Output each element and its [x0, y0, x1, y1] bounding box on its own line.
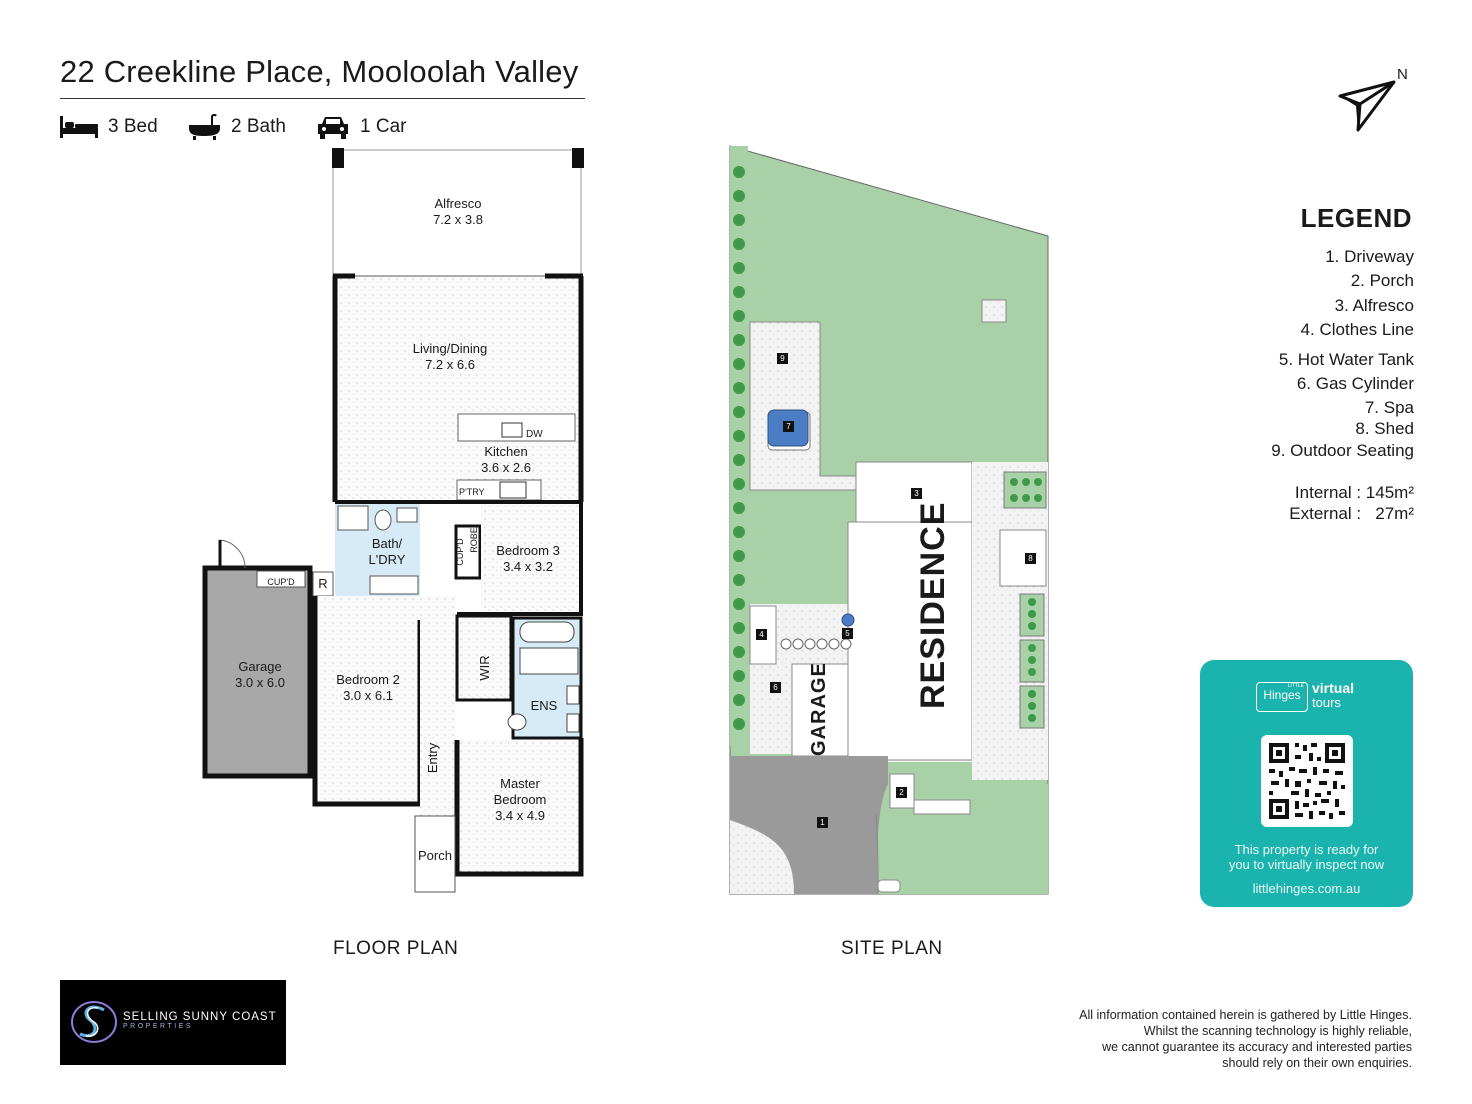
- bath-laundry-label: Bath/ L'DRY: [368, 536, 406, 567]
- vt-line-2: you to virtually inspect now: [1228, 857, 1385, 872]
- cooktop-icon: [499, 481, 527, 499]
- car-icon: [318, 117, 348, 139]
- dw-label: DW: [526, 429, 543, 440]
- bed-count: 3 Bed: [108, 116, 158, 137]
- porch-label: Porch: [418, 848, 452, 863]
- legend-item-3: 3. Alfresco: [1334, 296, 1414, 315]
- marker-6: 6: [770, 682, 781, 693]
- disclaimer: All information contained herein is gath…: [1079, 1008, 1412, 1070]
- legend-item-8: 8. Shed: [1355, 419, 1414, 438]
- living-dining-area: [335, 276, 581, 502]
- legend-item-2: 2. Porch: [1350, 271, 1414, 290]
- garage-label: Garage 3.0 x 6.0: [235, 659, 285, 690]
- bed-icon: [60, 116, 98, 138]
- site-garage-label: GARAGE: [808, 662, 830, 756]
- title-divider: [60, 98, 585, 99]
- virtual-tour-card[interactable]: LITTLE Hinges virtual tours This propert…: [1200, 660, 1413, 907]
- site-garage: [791, 663, 849, 757]
- marker-3: 3: [911, 488, 922, 499]
- vt-url-link[interactable]: littlehinges.com.au: [1252, 881, 1361, 896]
- bathtub-icon: [189, 114, 220, 140]
- agency-swirl-icon: [71, 1001, 117, 1043]
- marker-1: 1: [817, 817, 828, 828]
- little-hinges-logo: LITTLE Hinges: [1256, 682, 1308, 712]
- legend-item-7: 7. Spa: [1364, 398, 1414, 417]
- agency-name: SELLING SUNNY COAST: [123, 1011, 277, 1023]
- entry-label: Entry: [425, 742, 440, 774]
- residence-label: RESIDENCE: [914, 501, 952, 709]
- residence-footprint: [847, 521, 973, 761]
- qr-code-icon[interactable]: [1261, 735, 1353, 827]
- floor-plan: [202, 148, 584, 893]
- wir-area: [455, 614, 513, 702]
- tours-word: tours: [1312, 695, 1341, 710]
- bedroom-3-label: Bedroom 3 3.4 x 3.2: [496, 543, 560, 574]
- garage-cupd-label: CUP'D: [267, 577, 295, 587]
- master-bedroom-area: [457, 740, 581, 874]
- bath-stat: 2 Bath: [188, 114, 286, 140]
- north-label: N: [1397, 66, 1408, 83]
- property-address: 22 Creekline Place, Mooloolah Valley: [60, 54, 579, 89]
- external-area: External : 27m²: [1289, 504, 1414, 523]
- ensuite-label: ENS: [530, 698, 558, 713]
- north-arrow-icon: [1338, 80, 1396, 132]
- agency-sub: PROPERTIES: [123, 1023, 193, 1030]
- legend-item-6: 6. Gas Cylinder: [1296, 374, 1414, 393]
- bath-count: 2 Bath: [231, 116, 286, 137]
- marker-2: 2: [896, 787, 907, 798]
- garage-area: [202, 565, 313, 779]
- marker-8: 8: [1025, 553, 1036, 564]
- floor-plan-caption: FLOOR PLAN: [333, 938, 459, 959]
- internal-area: Internal : 145m²: [1294, 483, 1414, 502]
- marker-9: 9: [777, 353, 788, 364]
- legend-title: LEGEND: [1300, 203, 1412, 233]
- shed: [999, 529, 1047, 587]
- car-count: 1 Car: [360, 116, 407, 137]
- agency-logo: SELLING SUNNY COAST PROPERTIES: [60, 980, 286, 1065]
- site-plan-caption: SITE PLAN: [841, 938, 943, 959]
- legend-item-1: 1. Driveway: [1325, 247, 1414, 266]
- wir-label: WIR: [477, 655, 492, 681]
- hedge-row: [733, 166, 745, 730]
- marker-4: 4: [756, 629, 767, 640]
- marker-5: 5: [842, 628, 853, 639]
- alfresco-area: [332, 149, 582, 279]
- porch-area: [414, 815, 456, 893]
- bedroom-2-label: Bedroom 2 3.0 x 6.1: [336, 672, 400, 703]
- marker-7: 7: [783, 421, 794, 432]
- site-plan: [729, 145, 1049, 895]
- legend-item-9: 9. Outdoor Seating: [1271, 441, 1414, 460]
- legend-item-5: 5. Hot Water Tank: [1278, 350, 1414, 369]
- kitchen-label: Kitchen 3.6 x 2.6: [481, 444, 531, 475]
- master-bedroom-label: Master Bedroom 3.4 x 4.9: [493, 776, 547, 823]
- hallway-area: [420, 596, 456, 816]
- virtual-word: virtual: [1312, 680, 1355, 696]
- car-stat: 1 Car: [316, 114, 406, 140]
- bedroom-2-area: [315, 596, 420, 804]
- legend-item-4: 4. Clothes Line: [1300, 320, 1414, 339]
- bed-stat: 3 Bed: [60, 114, 158, 140]
- bedroom-3-area: [481, 504, 581, 614]
- living-label: Living/Dining 7.2 x 6.6: [412, 341, 488, 372]
- vt-line-1: This property is ready for: [1234, 842, 1379, 857]
- r-label: R: [318, 576, 328, 591]
- alfresco-label: Alfresco 7.2 x 3.8: [433, 196, 483, 227]
- pantry-label: P'TRY: [459, 487, 485, 497]
